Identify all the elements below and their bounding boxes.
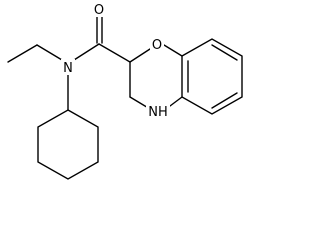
bond-ch2-ch3	[7, 44, 38, 63]
cyclohexyl-ring	[37, 109, 99, 180]
atom-label-ring-amine: NH	[146, 103, 170, 120]
ethyl-group	[7, 44, 63, 63]
atom-label-amide-nitrogen: N	[61, 59, 75, 76]
bond-carbonyl-c2	[98, 43, 131, 63]
ring-amine-label: NH	[148, 105, 168, 120]
benzene-inner-bond-3	[211, 92, 238, 109]
bond-o1-c8a	[163, 44, 183, 57]
bond-c2-o1	[129, 48, 151, 63]
carbonyl-group	[96, 15, 103, 44]
benzene-outline	[181, 38, 243, 115]
carbonyl-oxygen-label: O	[94, 3, 104, 18]
bond-n-ch2	[36, 44, 63, 61]
benzene-ring	[181, 38, 243, 115]
oxazine-ring	[129, 44, 183, 110]
atom-label-carbonyl-oxygen: O	[92, 2, 106, 18]
bond-carbonyl-nitrogen	[73, 43, 100, 61]
atom-label-ring-oxygen: O	[150, 36, 164, 53]
amide-nitrogen-label: N	[63, 61, 73, 76]
ring-oxygen-label: O	[152, 38, 162, 53]
molecule-structure: O N O NH	[7, 2, 243, 180]
benzene-inner-bond-2	[211, 44, 238, 61]
